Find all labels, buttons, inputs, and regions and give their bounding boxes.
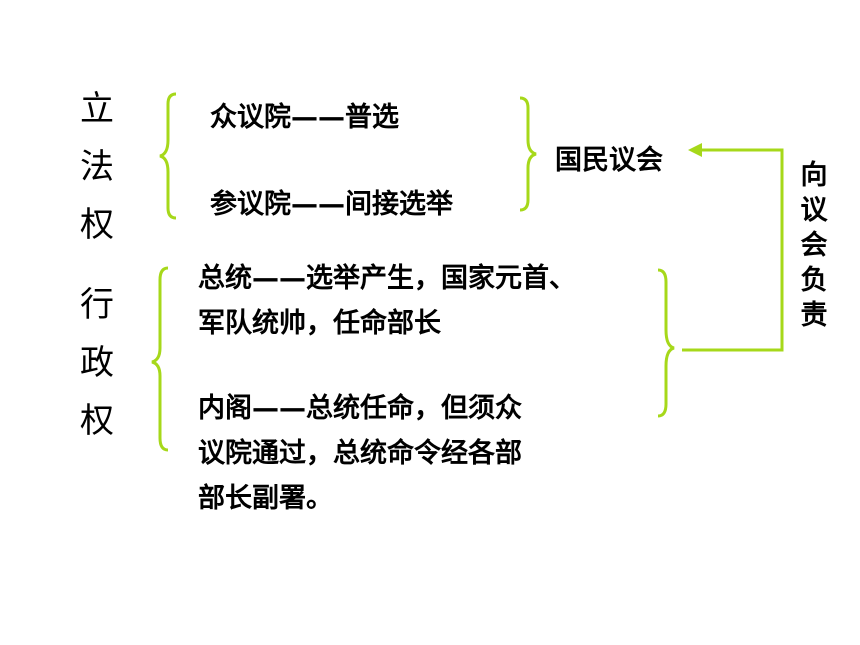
legislative-label-char: 法 [80,147,114,187]
house-of-deputies-text: 众议院——普选 [210,102,399,133]
president-line: 总统——选举产生，国家元首、 [198,263,576,294]
legislative-label: 立 法 权 [72,80,122,254]
executive-label: 行 政 权 [72,276,122,450]
responsibility-char: 负 [800,265,828,296]
executive-label-char: 行 [80,285,114,325]
arrow-head [688,143,702,157]
parliament-text: 国民议会 [555,145,663,176]
responsibility-char: 责 [800,300,828,331]
responsibility-char: 向 [800,160,828,191]
cabinet-line: 内阁——总统任命，但须众 [198,393,522,424]
executive-label-char: 政 [80,343,114,383]
responsibility-connector [682,148,784,352]
legislative-label-char: 权 [80,205,114,245]
responsibility-char: 议 [800,195,828,226]
cabinet-line: 议院通过，总统命令经各部 [198,438,522,469]
legislative-left-brace [159,92,177,220]
cabinet-line: 部长副署。 [198,483,333,514]
senate-text: 参议院——间接选举 [210,189,453,220]
president-line: 军队统帅，任命部长 [198,308,441,339]
responsibility-char: 会 [800,230,828,261]
responsibility-label: 向 议 会 负 责 [794,158,834,333]
executive-left-brace [151,266,169,452]
president-block: 总统——选举产生，国家元首、 军队统帅，任命部长 [198,256,668,346]
executive-right-brace [657,268,675,418]
cabinet-block: 内阁——总统任命，但须众 议院通过，总统命令经各部 部长副署。 [198,386,618,521]
legislative-right-brace [519,96,537,212]
legislative-label-char: 立 [80,89,114,129]
executive-label-char: 权 [80,401,114,441]
